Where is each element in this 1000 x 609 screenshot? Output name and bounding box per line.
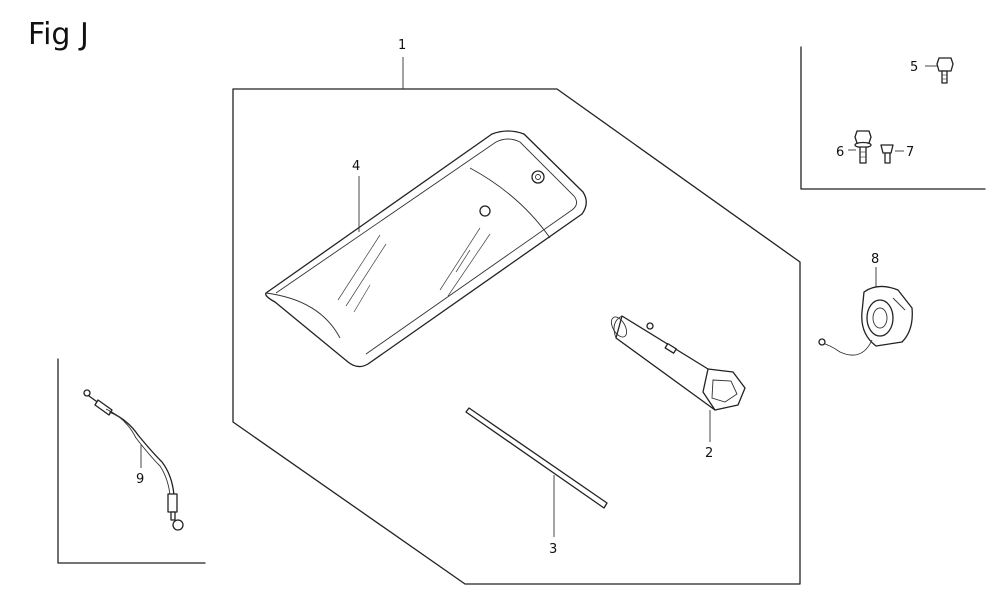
cable-inset	[57, 358, 206, 564]
bolt-part-6	[848, 130, 872, 164]
callout-5: 5	[910, 60, 918, 75]
bolt-part-5	[925, 57, 954, 84]
spark-plug-wrench	[610, 315, 746, 442]
oil-level-switch	[818, 267, 913, 356]
hardware-inset	[800, 46, 986, 190]
tommy-bar	[465, 407, 608, 537]
throttle-cable	[83, 389, 184, 531]
screw-part-7	[880, 144, 904, 164]
callout-3: 3	[549, 542, 557, 557]
callout-9: 9	[136, 472, 144, 487]
callout-6: 6	[836, 145, 844, 160]
callout-2: 2	[705, 446, 713, 461]
kit-boundary	[232, 57, 801, 585]
tool-bag	[265, 130, 587, 368]
callout-4: 4	[352, 159, 360, 174]
figure-title: Fig J	[28, 17, 89, 52]
callout-7: 7	[906, 145, 914, 160]
callout-1: 1	[398, 38, 406, 53]
callout-8: 8	[871, 252, 879, 267]
